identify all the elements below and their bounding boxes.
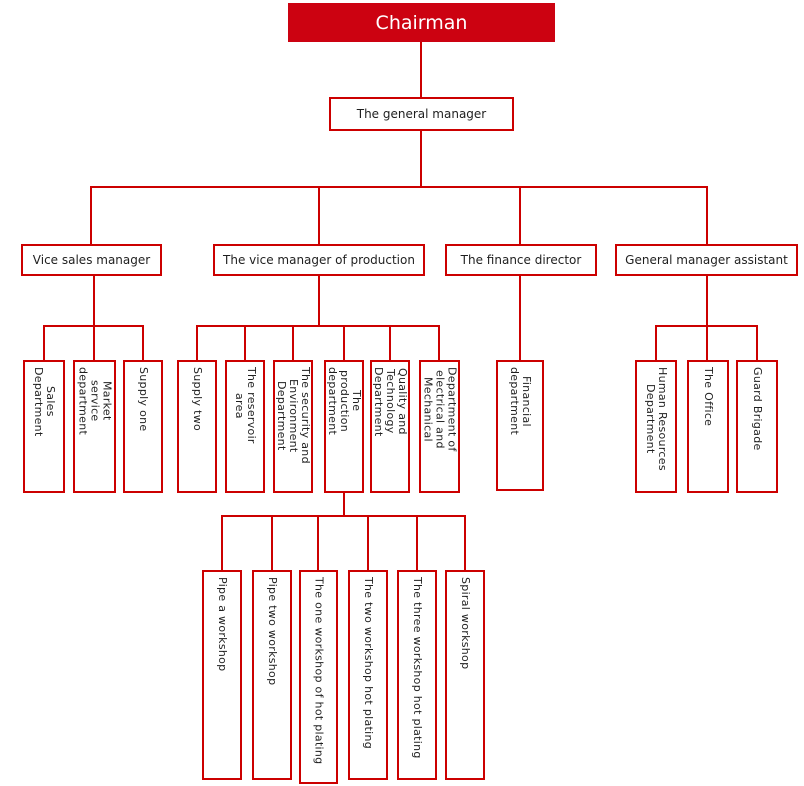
node-label: The security and Environment Department <box>275 367 312 464</box>
connector-line <box>420 131 422 187</box>
connector-line <box>142 326 144 360</box>
node-label: The production department <box>326 367 363 436</box>
connector-line <box>43 325 144 327</box>
connector-line <box>706 276 708 360</box>
node-the-office[interactable]: The Office <box>687 360 729 493</box>
connector-line <box>389 326 391 360</box>
node-label: Department of electrical and Mechanical <box>421 367 459 452</box>
node-general-manager[interactable]: The general manager <box>329 97 514 131</box>
connector-line <box>317 516 319 570</box>
node-quality-technology-department[interactable]: Quality and Technology Department <box>370 360 410 493</box>
node-human-resources-department[interactable]: Human Resources Department <box>635 360 677 493</box>
node-label: General manager assistant <box>625 253 788 267</box>
connector-line <box>90 186 708 188</box>
connector-line <box>221 516 223 570</box>
connector-line <box>420 41 422 97</box>
connector-line <box>221 515 466 517</box>
node-supply-two[interactable]: Supply two <box>177 360 217 493</box>
node-vice-production-manager[interactable]: The vice manager of production <box>213 244 425 276</box>
node-security-environment-department[interactable]: The security and Environment Department <box>273 360 313 493</box>
node-supply-one[interactable]: Supply one <box>123 360 163 493</box>
connector-line <box>318 276 320 327</box>
node-pipe-two-workshop[interactable]: Pipe two workshop <box>252 570 292 780</box>
node-label: Guard Brigade <box>751 367 764 451</box>
connector-line <box>244 326 246 360</box>
node-label: The three workshop hot plating <box>411 577 424 759</box>
connector-line <box>655 325 758 327</box>
connector-line <box>318 187 320 244</box>
connector-line <box>43 326 45 360</box>
node-label: Financial department <box>508 367 533 436</box>
node-production-department[interactable]: The production department <box>324 360 364 493</box>
connector-line <box>706 187 708 244</box>
connector-line <box>90 187 92 244</box>
node-pipe-a-workshop[interactable]: Pipe a workshop <box>202 570 242 780</box>
node-vice-sales-manager[interactable]: Vice sales manager <box>21 244 162 276</box>
node-label: The general manager <box>356 107 487 121</box>
connector-line <box>343 326 345 360</box>
connector-line <box>655 326 657 360</box>
node-two-workshop-hot-plating[interactable]: The two workshop hot plating <box>348 570 388 780</box>
connector-line <box>343 493 345 517</box>
node-gm-assistant[interactable]: General manager assistant <box>615 244 798 276</box>
connector-line <box>438 326 440 360</box>
node-electrical-mechanical-department[interactable]: Department of electrical and Mechanical <box>419 360 460 493</box>
node-label: Sales Department <box>32 367 57 437</box>
connector-line <box>292 326 294 360</box>
connector-line <box>271 516 273 570</box>
connector-line <box>416 516 418 570</box>
node-label: The one workshop of hot plating <box>312 577 326 765</box>
node-label: The vice manager of production <box>223 253 415 267</box>
node-guard-brigade[interactable]: Guard Brigade <box>736 360 778 493</box>
node-label: Supply one <box>137 367 150 432</box>
node-label: Market service department <box>76 367 114 436</box>
node-chairman[interactable]: Chairman <box>288 3 555 42</box>
node-sales-department[interactable]: Sales Department <box>23 360 65 493</box>
node-label: Chairman <box>375 11 468 34</box>
node-label: Vice sales manager <box>32 253 151 267</box>
node-label: Pipe a workshop <box>216 577 229 672</box>
connector-line <box>196 326 198 360</box>
node-label: The two workshop hot plating <box>362 577 375 750</box>
node-label: Human Resources Department <box>644 367 669 471</box>
node-label: Spiral workshop <box>459 577 472 670</box>
node-label: Supply two <box>191 367 204 432</box>
connector-line <box>464 516 466 570</box>
node-financial-department[interactable]: Financial department <box>496 360 544 491</box>
connector-line <box>756 326 758 360</box>
connector-line <box>93 276 95 360</box>
node-one-workshop-hot-plating[interactable]: The one workshop of hot plating <box>299 570 338 784</box>
connector-line <box>519 276 521 360</box>
connector-line <box>519 187 521 244</box>
node-market-service-department[interactable]: Market service department <box>73 360 116 493</box>
node-label: Quality and Technology Department <box>372 367 409 437</box>
node-label: The reservoir area <box>233 367 258 444</box>
node-label: The finance director <box>460 253 582 267</box>
node-label: Pipe two workshop <box>266 577 279 686</box>
connector-line <box>196 325 440 327</box>
node-three-workshop-hot-plating[interactable]: The three workshop hot plating <box>397 570 437 780</box>
node-finance-director[interactable]: The finance director <box>445 244 597 276</box>
node-spiral-workshop[interactable]: Spiral workshop <box>445 570 485 780</box>
connector-line <box>367 516 369 570</box>
node-label: The Office <box>702 367 715 427</box>
node-reservoir-area[interactable]: The reservoir area <box>225 360 265 493</box>
